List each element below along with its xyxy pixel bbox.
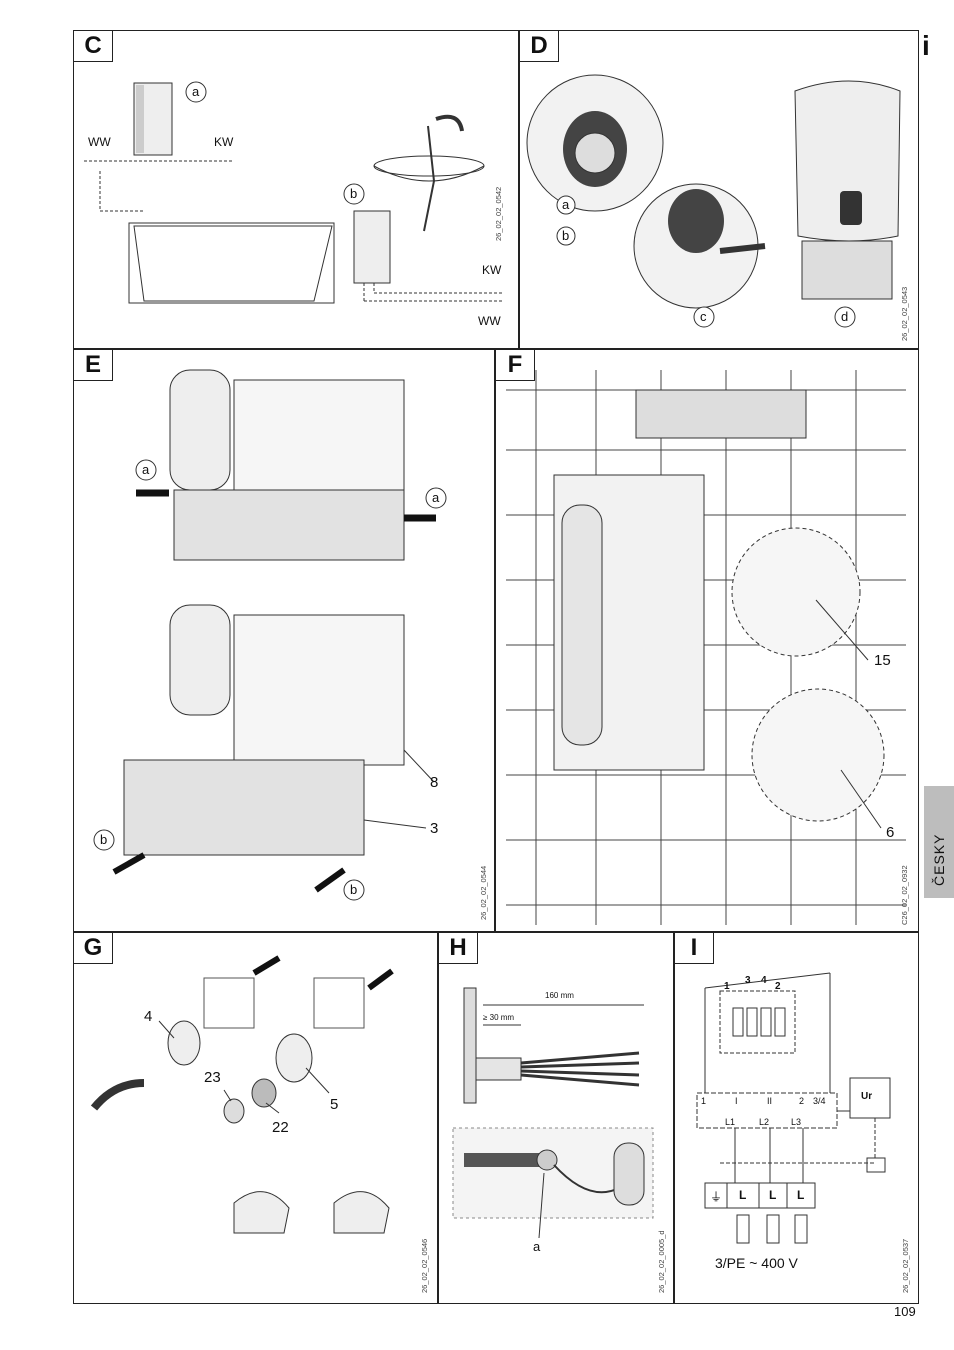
callout-b: b (350, 186, 358, 201)
callout-a-left: a (142, 462, 150, 477)
part-15: 15 (874, 652, 891, 669)
fuse-l2: L (769, 1188, 777, 1202)
figure-ref: 26_02_02_0544 (479, 865, 488, 920)
panel-i: I 1 3 4 2 1 I II 2 3/4 L1 L2 L3 ⏚ L L L (674, 932, 919, 1304)
terminal-1: 1 (724, 981, 730, 992)
terminal-4: 4 (761, 975, 767, 986)
panel-c: C a b WW KW KW WW 26_02_02_0542 (73, 30, 519, 349)
part-22: 22 (272, 1119, 289, 1136)
part-23: 23 (204, 1069, 221, 1086)
water-connection-diagram (90, 955, 394, 1234)
part-8: 8 (430, 774, 439, 791)
kw2-label: KW (482, 263, 502, 277)
wall-mounting-diagram (506, 370, 906, 925)
part-4: 4 (144, 1008, 153, 1025)
terminal-2: 2 (775, 981, 781, 992)
ww2-label: WW (478, 314, 501, 328)
language-tab: ČESKY (924, 786, 954, 898)
figure-ref: C26_02_02_0932 (900, 865, 909, 925)
callout-b-right: b (350, 882, 358, 897)
wiring-diagram (696, 972, 891, 1244)
callout-c: c (700, 309, 707, 324)
callout-b-left: b (100, 832, 108, 847)
panel-label: E (74, 350, 113, 381)
terminal-mid-2: 2 (799, 1096, 805, 1106)
ww-label: WW (88, 135, 111, 149)
panel-d: D a b c d 26_02_02_0543 (519, 30, 919, 349)
panel-label: G (74, 933, 113, 964)
figure-ref: 26_02_02_0546 (420, 1238, 429, 1293)
panel-label: H (439, 933, 478, 964)
line-l3: L3 (791, 1117, 802, 1127)
terminal-mid-34: 3/4 (813, 1096, 826, 1106)
terminal-3: 3 (745, 975, 751, 986)
part-3: 3 (430, 820, 439, 837)
relay-label: Ur (861, 1091, 873, 1102)
panel-label: C (74, 31, 113, 62)
supply-voltage: 3/PE ~ 400 V (715, 1255, 798, 1271)
info-icon: i (922, 30, 930, 61)
line-l2: L2 (759, 1117, 770, 1127)
panel-e: E a a b b 8 3 26_02_02_0544 (73, 349, 495, 932)
panel-label: I (675, 933, 714, 964)
cable-stripping-diagram (452, 987, 654, 1239)
figure-ref: 26_02_02_0005_d (657, 1230, 666, 1293)
panel-label: D (520, 31, 559, 62)
callout-a-right: a (432, 490, 440, 505)
water-heater-installation-diagram (84, 81, 504, 304)
callout-b: b (562, 228, 570, 243)
callout-a: a (562, 197, 570, 212)
terminal-mid-II: II (767, 1096, 773, 1106)
cover-removal-diagram (526, 74, 901, 328)
figure-ref: 26_02_02_0542 (494, 186, 503, 241)
callout-a: a (192, 84, 200, 99)
panel-label: F (496, 350, 535, 381)
lower-cover-removal-diagram (93, 369, 447, 901)
panel-f: F 15 6 C26_02_02_0932 (495, 349, 919, 932)
fuse-l1: L (739, 1188, 747, 1202)
dimension-160mm: 160 mm (545, 991, 574, 1000)
panel-h: H 160 mm ≥ 30 mm a 26_02_02_0005_d (438, 932, 674, 1304)
figure-ref: 26_02_02_0543 (900, 286, 909, 341)
callout-a: a (533, 1239, 541, 1254)
kw-label: KW (214, 135, 234, 149)
earth-symbol: ⏚ (710, 1190, 723, 1204)
figure-ref: 26_02_02_0537 (901, 1238, 910, 1293)
line-l1: L1 (725, 1117, 736, 1127)
page-number: 109 (894, 1304, 916, 1319)
part-6: 6 (886, 824, 895, 841)
terminal-mid-1: 1 (701, 1096, 707, 1106)
language-label: ČESKY (931, 833, 947, 886)
fuse-l3: L (797, 1188, 805, 1202)
terminal-mid-I: I (735, 1096, 738, 1106)
callout-d: d (841, 309, 849, 324)
panel-g: G 4 23 22 5 26_02_02_0546 (73, 932, 438, 1304)
part-5: 5 (330, 1096, 339, 1113)
dimension-30mm: ≥ 30 mm (483, 1013, 515, 1022)
